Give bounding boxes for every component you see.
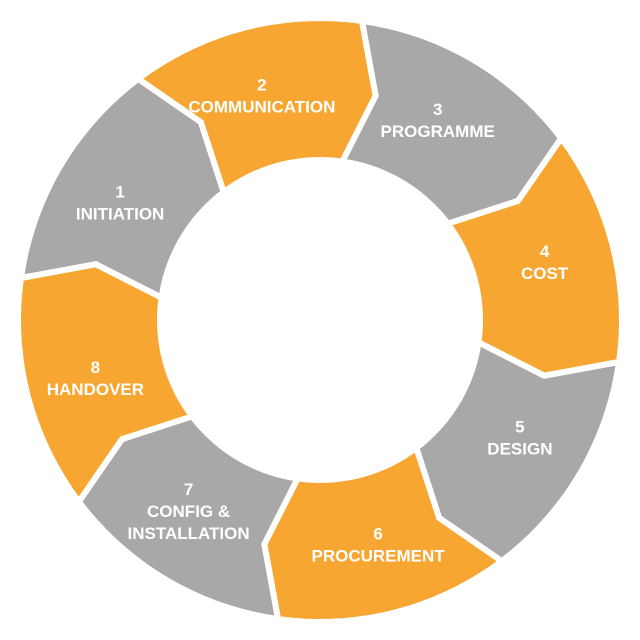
cycle-segment-8 (14, 261, 198, 507)
segment-title: CONFIG & (147, 502, 230, 521)
segment-number: 7 (184, 480, 193, 499)
segment-number: 4 (540, 242, 550, 261)
segment-shapes (14, 14, 626, 626)
segment-title: COMMUNICATION (188, 97, 335, 116)
segment-title: DESIGN (487, 440, 552, 459)
segment-number: 3 (433, 100, 442, 119)
segment-title: PROGRAMME (381, 122, 495, 141)
segment-title: COST (521, 264, 569, 283)
segment-number: 8 (91, 358, 100, 377)
center-hole (162, 162, 478, 478)
segment-number: 1 (115, 182, 124, 201)
segment-title: HANDOVER (47, 380, 144, 399)
segment-number: 5 (515, 418, 524, 437)
segment-number: 6 (373, 525, 382, 544)
segment-number: 2 (257, 75, 266, 94)
segment-title: INITIATION (76, 204, 164, 223)
segment-title: INSTALLATION (128, 524, 250, 543)
segment-title: PROCUREMENT (312, 547, 446, 566)
